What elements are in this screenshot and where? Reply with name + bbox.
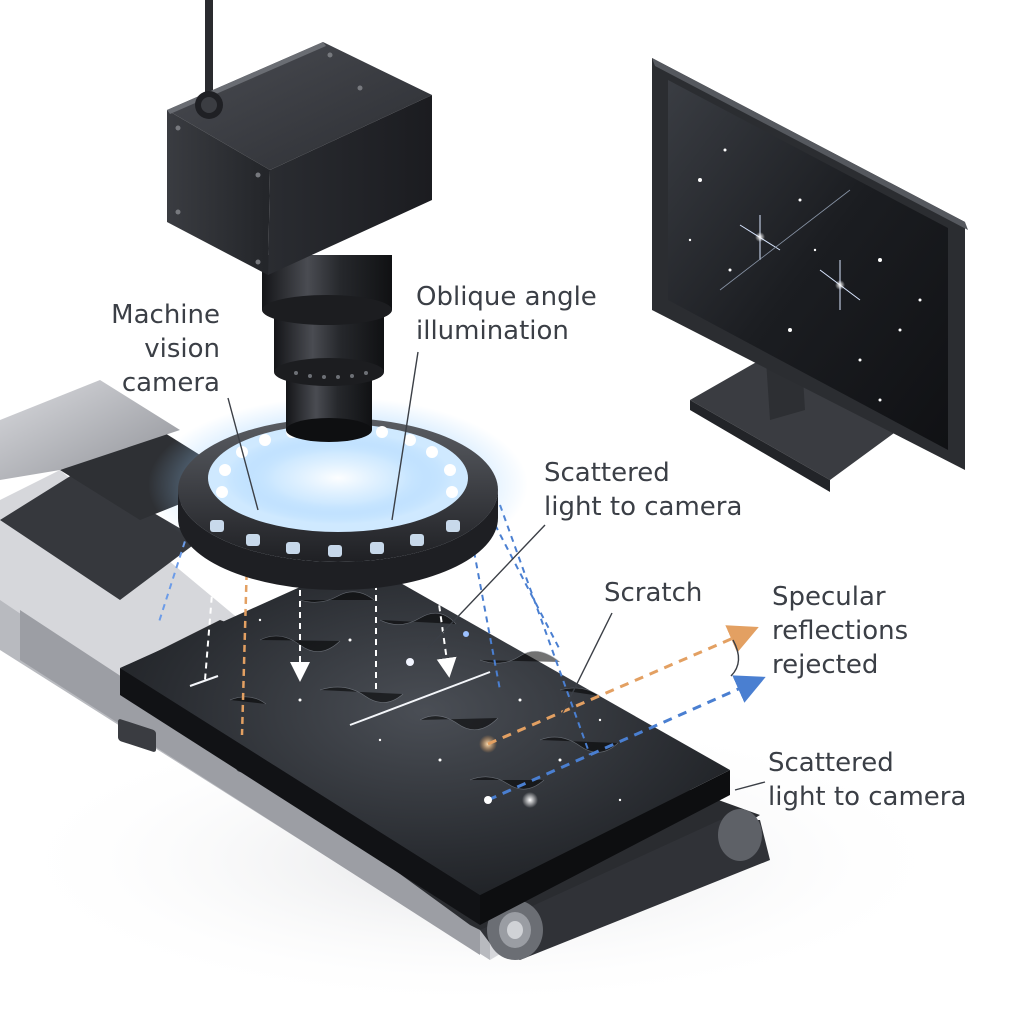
monitor [652,58,968,492]
leader-scratch [559,612,613,719]
label-scratch: Scratch [604,576,702,610]
leader-camera [227,397,259,511]
surface-sparkles [258,618,622,808]
scratch-mark [349,671,491,726]
camera-body-top [167,42,432,170]
label-scattered-light-top: Scattered light to camera [544,456,742,524]
label-camera: Machine vision camera [60,298,220,400]
part-surface [120,560,730,895]
monitor-base [690,360,905,480]
camera [167,0,432,442]
label-camera-line-1: Machine [111,300,220,330]
scattered-ray [487,675,766,802]
label-oblique-line-2: illumination [416,316,569,346]
label-specular-line-1: Specular [772,582,886,612]
surface-texture [229,591,619,790]
label-scattered-top-line-2: light to camera [544,492,743,522]
screen-defect-spots [688,148,922,402]
monitor-screen [668,80,948,450]
label-scratch-line-1: Scratch [604,578,703,608]
inspected-part [120,560,730,925]
leader-lines [227,351,766,791]
label-scattered-light-bottom: Scattered light to camera [768,746,966,814]
label-camera-line-3: camera [121,368,220,398]
leader-specular [730,639,740,677]
label-camera-line-2: vision [144,334,220,364]
camera-body-front [167,110,270,275]
label-specular-line-3: rejected [772,650,879,680]
leader-scattered-bottom [734,781,766,791]
ray-left-outer [157,509,196,626]
leader-scattered-top [427,524,546,649]
label-specular-line-2: reflections [772,616,909,646]
lens-ring-dots [294,371,368,379]
ray-right-blue [499,504,591,756]
label-specular-reflections: Specular reflections rejected [772,580,908,682]
label-oblique-line-1: Oblique angle [416,282,597,312]
label-oblique-illumination: Oblique angle illumination [416,280,597,348]
label-scattered-bottom-line-1: Scattered [768,748,894,778]
ring-front-leds [210,520,460,557]
leader-oblique [391,351,419,521]
label-scattered-top-line-1: Scattered [544,458,670,488]
camera-cable [205,0,213,92]
label-scattered-bottom-line-2: light to camera [768,782,967,812]
camera-body-side [268,95,432,275]
